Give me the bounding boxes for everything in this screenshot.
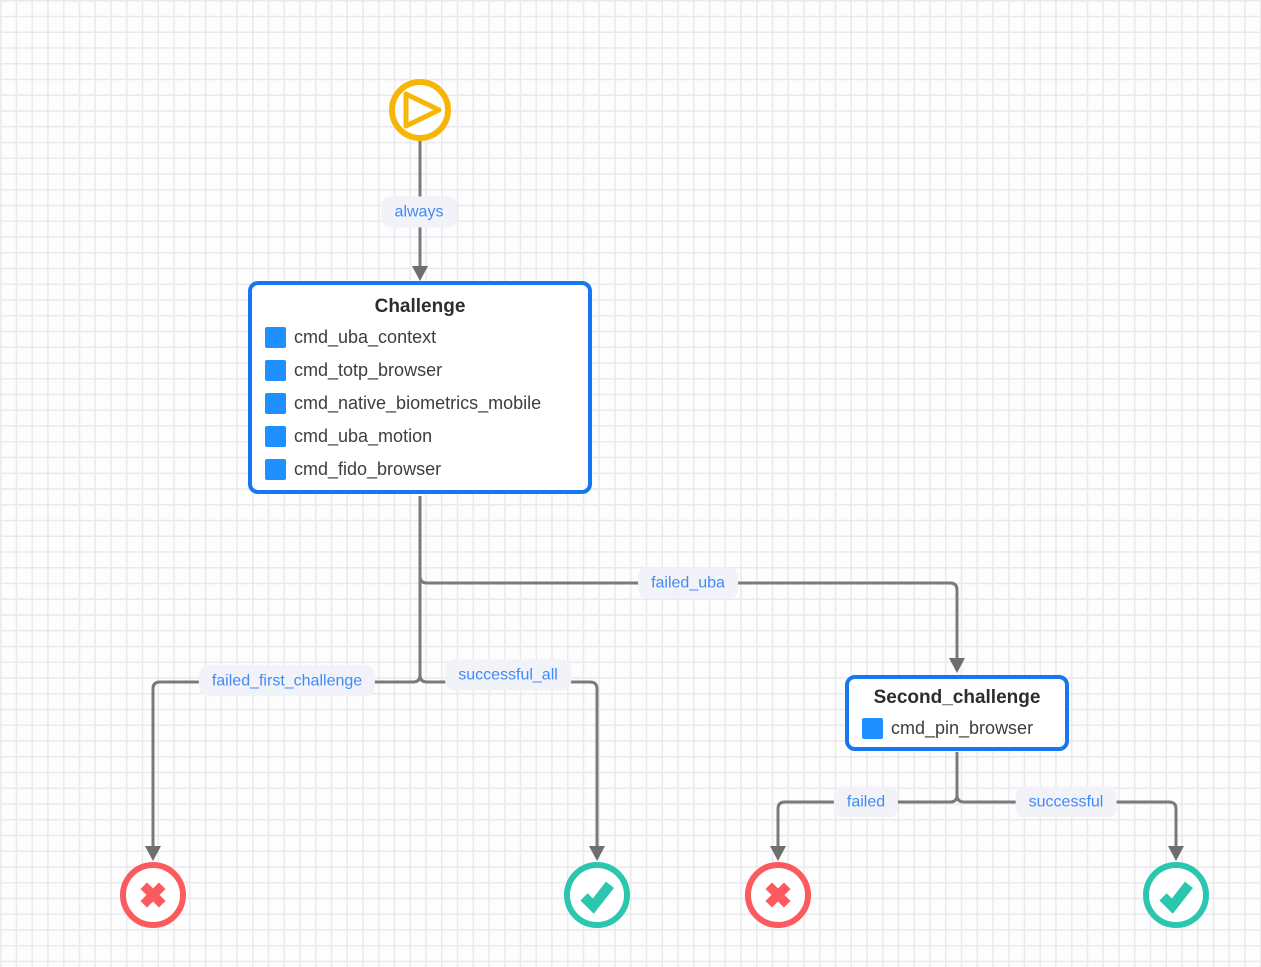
edge-label-failed[interactable]: failed — [833, 786, 899, 818]
approve-node-right[interactable] — [1143, 862, 1209, 928]
second-challenge-item-label: cmd_pin_browser — [891, 718, 1034, 738]
node-challenge[interactable]: Challenge cmd_uba_context cmd_totp_brows… — [248, 281, 592, 494]
approve-node-left[interactable] — [564, 862, 630, 928]
node-second-challenge[interactable]: Second_challenge cmd_pin_browser — [845, 675, 1069, 751]
challenge-item: cmd_fido_browser — [265, 453, 588, 486]
method-square-icon — [265, 393, 286, 414]
x-icon — [753, 870, 803, 920]
edge-label-successful-all[interactable]: successful_all — [445, 659, 571, 691]
node-second-challenge-items: cmd_pin_browser — [849, 712, 1065, 745]
edge-label-successful[interactable]: successful — [1015, 786, 1117, 818]
play-icon — [395, 85, 445, 135]
challenge-item: cmd_totp_browser — [265, 354, 588, 387]
node-second-challenge-title: Second_challenge — [873, 687, 1041, 708]
method-square-icon — [265, 426, 286, 447]
second-challenge-item: cmd_pin_browser — [862, 712, 1065, 745]
challenge-item-label: cmd_uba_context — [294, 327, 437, 347]
challenge-item-label: cmd_totp_browser — [294, 360, 443, 380]
node-challenge-items: cmd_uba_context cmd_totp_browser cmd_nat… — [252, 321, 588, 486]
edge-label-always[interactable]: always — [381, 196, 457, 228]
challenge-item: cmd_native_biometrics_mobile — [265, 387, 588, 420]
reject-node-left[interactable] — [120, 862, 186, 928]
edge-label-failed-uba[interactable]: failed_uba — [638, 567, 738, 599]
method-square-icon — [265, 459, 286, 480]
reject-node-right[interactable] — [745, 862, 811, 928]
method-square-icon — [862, 718, 883, 739]
challenge-item: cmd_uba_motion — [265, 420, 588, 453]
challenge-item: cmd_uba_context — [265, 321, 588, 354]
method-square-icon — [265, 327, 286, 348]
challenge-item-label: cmd_fido_browser — [294, 459, 442, 479]
challenge-item-label: cmd_native_biometrics_mobile — [294, 393, 542, 413]
start-node[interactable] — [389, 79, 451, 141]
check-icon — [572, 870, 622, 920]
node-challenge-title: Challenge — [374, 296, 466, 317]
x-icon — [128, 870, 178, 920]
challenge-item-label: cmd_uba_motion — [294, 426, 433, 446]
method-square-icon — [265, 360, 286, 381]
edge-label-failed-first-challenge[interactable]: failed_first_challenge — [198, 665, 376, 697]
check-icon — [1151, 870, 1201, 920]
